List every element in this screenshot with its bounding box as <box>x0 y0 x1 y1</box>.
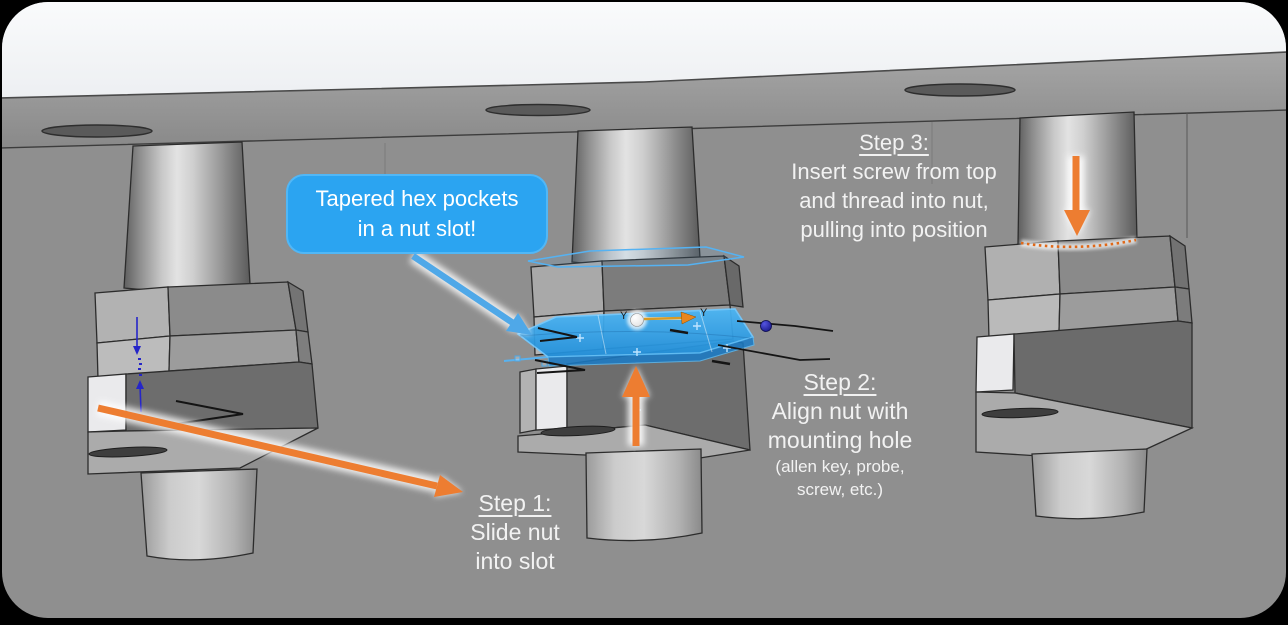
highlighted-nut[interactable] <box>503 308 755 414</box>
vertex-handle[interactable] <box>514 355 521 362</box>
plate-top-sky <box>2 2 1286 98</box>
step-3-line: and thread into nut, <box>799 188 989 213</box>
callout-bubble: Tapered hex pockets in a nut slot! <box>286 174 548 254</box>
reference-sphere <box>760 320 772 332</box>
slide-arrow <box>96 400 463 497</box>
lower-cylinder <box>140 468 258 561</box>
drag-handle-sphere[interactable] <box>630 313 644 327</box>
boss-left <box>87 141 319 561</box>
step-3-line: pulling into position <box>800 217 988 242</box>
lower-cylinder <box>585 448 703 542</box>
sketch-plus-marks <box>576 322 731 356</box>
step-2-annotation: Step 2: Align nut with mounting hole (al… <box>768 368 913 501</box>
step-3-annotation: Step 3: Insert screw from top and thread… <box>791 128 996 244</box>
slot-slit <box>88 446 168 458</box>
slot-chevron-mark <box>534 359 586 374</box>
nut-slot-block <box>87 280 319 475</box>
slot-slit <box>981 407 1059 419</box>
insert-arrow <box>1064 156 1090 236</box>
edge-dash <box>711 359 731 366</box>
slot-slit <box>540 425 616 437</box>
plate-top-hole <box>41 124 153 138</box>
step-2-note: screw, etc.) <box>797 480 883 499</box>
slot-front-face <box>535 365 568 431</box>
nut-slot-block <box>975 234 1195 457</box>
callout-line-1: Tapered hex pockets <box>315 186 519 211</box>
step-2-line: Align nut with <box>771 398 909 424</box>
boss-right <box>975 111 1195 520</box>
leader-line <box>717 344 831 361</box>
align-arrow <box>622 366 650 446</box>
plate-top-edge <box>2 52 1286 148</box>
step-2-title: Step 2: <box>803 369 877 395</box>
upper-cylinder <box>123 141 251 292</box>
nut-ghost-outline <box>527 246 745 268</box>
plate-top-hole <box>485 103 591 117</box>
callout-line-2: in a nut slot! <box>357 216 477 241</box>
cad-manipulator[interactable]: Y Y <box>620 307 708 330</box>
step-3-line: Insert screw from top <box>791 159 997 184</box>
nut-sketch-lines <box>534 320 834 374</box>
step-2-note: (allen key, probe, <box>775 457 905 476</box>
plate <box>2 2 1286 238</box>
lower-cylinder <box>1031 448 1148 520</box>
step-1-annotation: Step 1: Slide nut into slot <box>470 489 560 576</box>
slot-chevron-mark <box>537 327 578 342</box>
slot-chevron-mark <box>175 400 244 425</box>
dimension-annotation <box>133 317 144 413</box>
edge-dash <box>669 328 689 335</box>
plate-top-hole <box>904 83 1016 97</box>
seam-dotted-line <box>1020 236 1137 251</box>
upper-cylinder <box>571 126 701 266</box>
step-3-title: Step 3: <box>859 130 929 155</box>
slot-front-face <box>975 333 1015 393</box>
step-1-line: into slot <box>475 548 555 574</box>
callout-arrow <box>409 250 532 335</box>
axis-label: Y <box>620 310 628 322</box>
leader-line <box>736 320 834 332</box>
step-1-line: Slide nut <box>470 519 560 545</box>
step-2-line: mounting hole <box>767 427 913 453</box>
axis-arrow[interactable] <box>643 316 683 321</box>
step-1-title: Step 1: <box>478 490 552 516</box>
axis-label: Y <box>700 307 708 319</box>
